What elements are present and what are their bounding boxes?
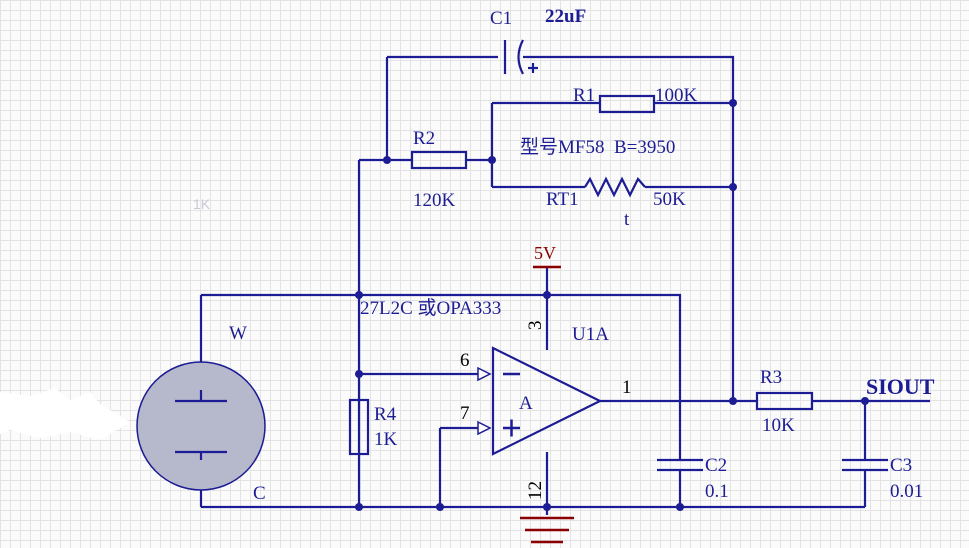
sensor-w-label: W	[229, 323, 247, 344]
c2-ref: C2	[705, 455, 727, 476]
pin-inv: 6	[460, 350, 470, 371]
wires	[199, 55, 930, 515]
capacitor-c3: C3 0.01	[842, 455, 923, 502]
opamp-label: A	[519, 393, 533, 414]
ground-symbol	[520, 516, 574, 544]
output-label: SIOUT	[866, 374, 935, 399]
resistor-r2: R2 120K	[410, 128, 468, 211]
pin-out: 1	[622, 377, 632, 398]
resistor-r4: R4 1K	[348, 398, 398, 456]
opamp-ref: U1A	[572, 324, 609, 345]
resistor-r3: R3 10K	[755, 367, 814, 436]
rt1-ref: RT1	[546, 189, 579, 210]
r4-value: 1K	[374, 429, 398, 450]
opamp-u1a: A U1A 27L2C 或OPA333 6 7 1 3 12	[360, 297, 632, 500]
rt1-value: 50K	[653, 189, 686, 210]
pin-gnd: 12	[525, 481, 546, 500]
pin-noninv: 7	[460, 403, 470, 424]
c1-value: 22uF	[545, 6, 586, 27]
vcc-label: 5V	[534, 243, 556, 263]
c2-value: 0.1	[705, 481, 729, 502]
capacitor-c1: C1 22uF	[490, 6, 586, 75]
resistor-r1: R1 100K	[573, 85, 698, 114]
r3-ref: R3	[760, 367, 782, 388]
rt1-symbol: t	[624, 209, 630, 230]
r3-value: 10K	[762, 415, 795, 436]
r1-ref: R1	[573, 85, 595, 106]
r1-value: 100K	[655, 85, 698, 106]
power-5v: 5V	[533, 243, 561, 269]
c1-ref: C1	[490, 8, 512, 29]
image-artifact	[0, 388, 130, 440]
pin-vcc: 3	[525, 321, 546, 331]
capacitor-c2: C2 0.1	[657, 455, 729, 502]
rt1-model: 型号MF58 B=3950	[520, 136, 675, 158]
r2-value: 120K	[413, 190, 456, 211]
c3-ref: C3	[890, 455, 912, 476]
stray-label: 1K	[193, 196, 211, 212]
r4-ref: R4	[374, 404, 397, 425]
r2-ref: R2	[413, 128, 435, 149]
junction-dots	[355, 99, 869, 511]
sensor-w: W C	[136, 323, 266, 504]
thermistor-rt1: 型号MF58 B=3950 RT1 50K t	[520, 136, 686, 230]
c3-value: 0.01	[890, 481, 923, 502]
sensor-c-label: C	[253, 483, 266, 504]
opamp-part: 27L2C 或OPA333	[360, 297, 501, 319]
